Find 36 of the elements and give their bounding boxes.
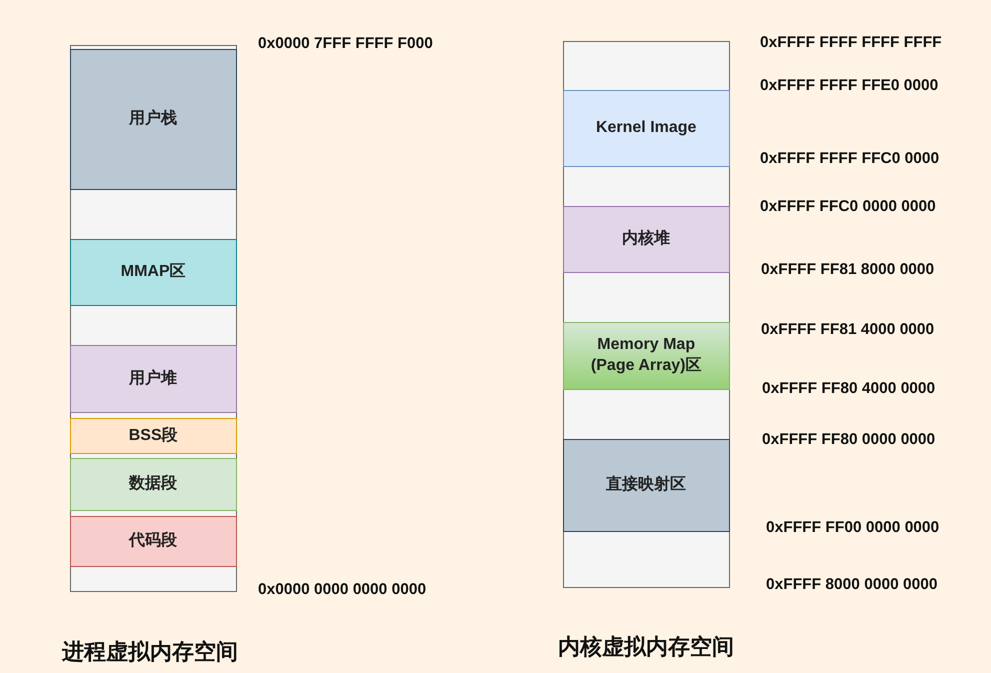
segment-label: Memory Map (Page Array)区 (590, 335, 702, 376)
segment-label: 数据段 (129, 474, 178, 494)
address-label: 0xFFFF 8000 0000 0000 (766, 576, 938, 594)
address-label: 0xFFFF FFFF FFE0 0000 (760, 77, 938, 95)
memory-segment (70, 458, 237, 511)
memory-column (563, 41, 730, 588)
segment-label: 直接映射区 (606, 475, 686, 496)
memory-segment (70, 516, 237, 567)
address-label: 0xFFFF FFFF FFFF FFFF (760, 34, 942, 52)
memory-segment (562, 322, 730, 390)
memory-segment (70, 49, 237, 190)
memory-segment (562, 439, 730, 532)
address-label: 0xFFFF FF81 4000 0000 (761, 321, 934, 339)
address-label: 0xFFFF FF81 8000 0000 (761, 261, 934, 279)
memory-column (70, 45, 237, 592)
segment-label: BSS段 (128, 426, 178, 446)
address-label: 0xFFFF FF80 4000 0000 (762, 380, 936, 398)
memory-segment (562, 90, 730, 167)
segment-label: Kernel Image (596, 118, 696, 138)
memory-segment (562, 206, 730, 273)
memory-segment (70, 345, 237, 413)
section-heading: 进程虚拟内存空间 (62, 638, 238, 666)
address-label: 0xFFFF FF00 0000 0000 (766, 519, 940, 537)
address-label: 0x0000 0000 0000 0000 (258, 581, 426, 599)
segment-label: 代码段 (129, 531, 178, 552)
address-label: 0xFFFF FFFF FFC0 0000 (760, 150, 940, 168)
address-label: 0xFFFF FF80 0000 0000 (762, 431, 936, 449)
address-label: 0x0000 7FFF FFFF F000 (258, 35, 433, 53)
segment-label: 用户堆 (129, 368, 178, 389)
memory-segment (70, 239, 237, 306)
segment-label: MMAP区 (120, 262, 186, 282)
address-label: 0xFFFF FFC0 0000 0000 (760, 198, 936, 216)
segment-label: 内核堆 (622, 229, 670, 250)
memory-segment (70, 418, 237, 454)
segment-label: 用户栈 (129, 109, 178, 130)
section-heading: 内核虚拟内存空间 (558, 633, 734, 661)
